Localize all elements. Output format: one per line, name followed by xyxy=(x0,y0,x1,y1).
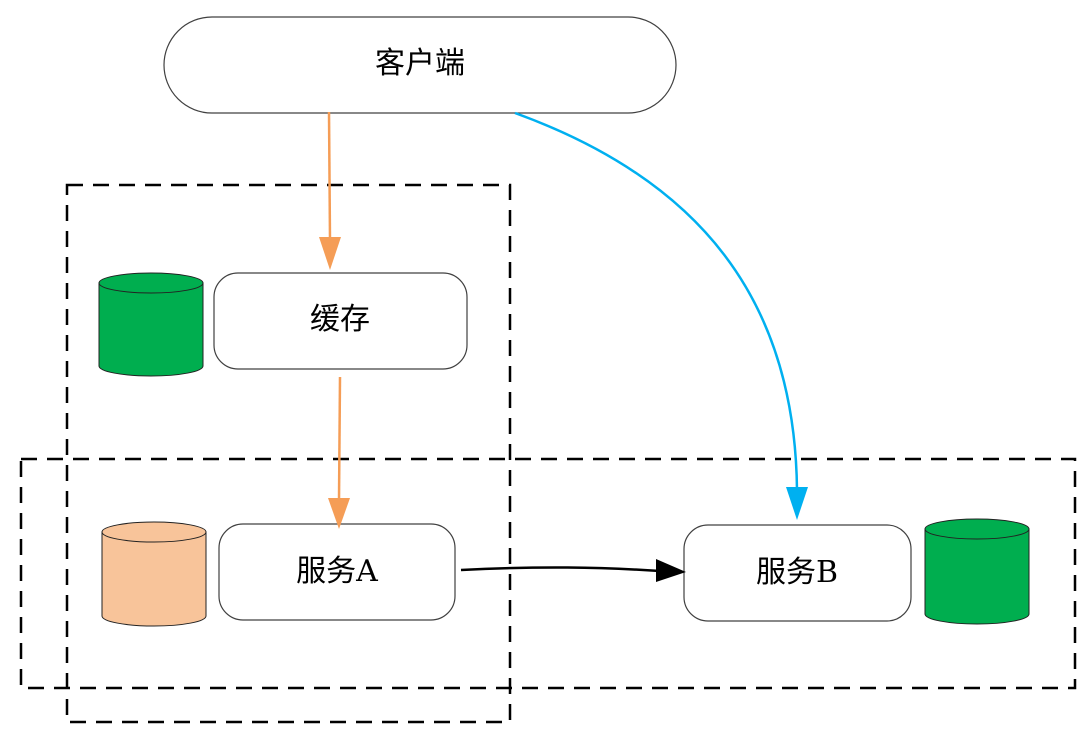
client-label: 客户端 xyxy=(375,46,465,81)
cache-label: 缓存 xyxy=(310,302,370,337)
service-a-label: 服务A xyxy=(296,554,378,589)
arrowhead-icon xyxy=(319,237,341,270)
edge-client-to-service-b xyxy=(514,111,808,520)
service-b-node[interactable]: 服务B xyxy=(683,524,912,622)
arrowhead-icon xyxy=(328,498,350,529)
services-group xyxy=(19,457,1077,690)
edge-service-a-to-service-b xyxy=(460,559,686,582)
service-a-node[interactable]: 服务A xyxy=(218,523,456,621)
arrowhead-icon xyxy=(786,487,808,520)
edge-client-to-cache xyxy=(319,111,341,270)
service-a-database-icon xyxy=(101,521,207,627)
arrowhead-icon xyxy=(656,559,686,582)
cache-node[interactable]: 缓存 xyxy=(213,272,468,370)
cache-service-a-group xyxy=(65,183,512,724)
service-b-label: 服务B xyxy=(756,555,838,590)
service-b-database-icon xyxy=(924,518,1030,625)
cache-database-icon xyxy=(98,272,204,377)
client-node[interactable]: 客户端 xyxy=(163,16,677,114)
edge-cache-to-service-a xyxy=(328,376,350,529)
